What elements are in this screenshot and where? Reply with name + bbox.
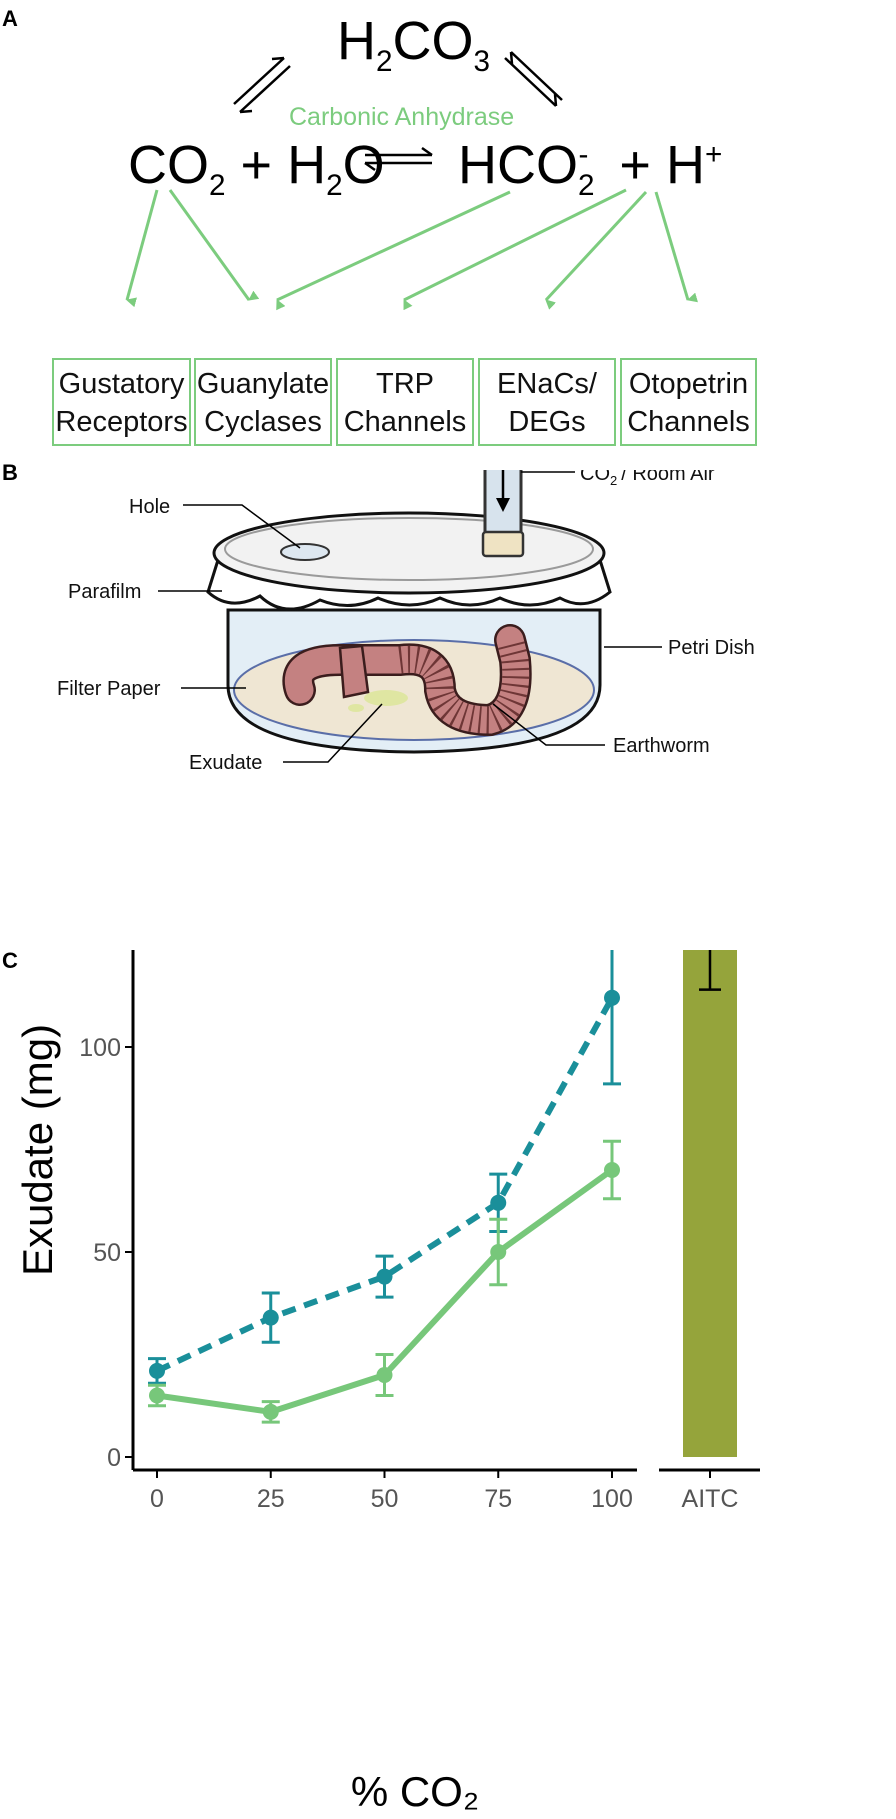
equilibrium-arrow-left <box>233 56 291 114</box>
target-label: Channels <box>627 406 750 438</box>
petri-lid-rim <box>224 517 594 581</box>
y-tick-label: 50 <box>93 1239 121 1267</box>
data-point <box>376 1268 393 1285</box>
arrow-h-to-otopetrin <box>654 191 699 303</box>
panel-c: C 0501001500255075100AITC No TreatmentDi… <box>0 948 896 1819</box>
x-tick-label: 25 <box>257 1485 285 1513</box>
label-parafilm: Parafilm <box>68 581 141 603</box>
data-point <box>490 1244 507 1260</box>
y-tick-label: 0 <box>107 1444 121 1472</box>
panel-letter-c: C <box>2 948 18 973</box>
data-point <box>262 1309 279 1326</box>
target-box-otopetrin: Otopetrin Channels <box>620 358 757 446</box>
bar-aitc <box>683 950 737 1457</box>
panel-b: B <box>0 460 896 950</box>
label-petri: Petri Dish <box>668 637 755 659</box>
target-box-gustatory: Gustatory Receptors <box>52 358 191 446</box>
target-box-trp: TRP Channels <box>336 358 474 446</box>
data-point <box>604 1162 620 1178</box>
reactants-formula: CO2 + H2O <box>128 135 385 202</box>
target-label: Cyclases <box>204 406 322 438</box>
data-point <box>376 1367 393 1383</box>
gas-tube <box>481 470 525 558</box>
panel-letter-a: A <box>2 6 18 31</box>
enzyme-label: Carbonic Anhydrase <box>289 103 515 131</box>
reaction-arrows <box>125 51 699 311</box>
target-label: Gustatory <box>58 368 185 400</box>
leader-earthworm <box>492 703 605 746</box>
data-point <box>490 1194 507 1211</box>
label-gas: CO2/ Room Air <box>580 470 715 488</box>
target-label: ENaCs/ <box>497 368 597 400</box>
exudate-chart: 0501001500255075100AITC No TreatmentDist… <box>14 950 760 1815</box>
data-point <box>262 1403 279 1420</box>
y-axis-label: Exudate (mg) <box>14 1024 61 1276</box>
series-line <box>155 996 615 1374</box>
lid-hole <box>280 543 330 561</box>
exudate-puddle <box>364 690 408 706</box>
arrow-h-to-trp <box>403 188 627 311</box>
leader-exudate <box>283 703 383 763</box>
x-tick-label: 75 <box>484 1485 512 1513</box>
x-tick-label: 50 <box>371 1485 399 1513</box>
x-tick-label: 0 <box>150 1485 164 1513</box>
x-axis-label: % CO₂ <box>351 1768 479 1815</box>
label-exudate: Exudate <box>189 752 262 774</box>
x-tick-label: 100 <box>591 1485 633 1513</box>
arrow-h-to-enac <box>544 190 648 310</box>
target-label: Otopetrin <box>628 368 749 400</box>
label-earthworm: Earthworm <box>613 735 710 757</box>
equilibrium-arrow-right <box>504 51 563 107</box>
target-label: TRP <box>376 368 434 400</box>
arrow-hco3-to-guanylate <box>276 190 511 311</box>
panel-a: A H2CO3 Carbonic Anhydrase CO2 + H2O HCO… <box>0 0 896 470</box>
target-box-enac: ENaCs/ DEGs <box>478 358 616 446</box>
y-tick-label: 100 <box>79 1034 121 1062</box>
earthworm <box>282 624 532 737</box>
data-point <box>604 989 620 1006</box>
target-label: DEGs <box>508 406 586 438</box>
target-label: Guanylate <box>196 368 330 400</box>
products-formula: HCO2- + H+ <box>458 135 723 202</box>
target-box-guanylate: Guanylate Cyclases <box>194 358 332 446</box>
panel-letter-b: B <box>2 460 18 485</box>
data-point <box>149 1387 165 1404</box>
label-filter: Filter Paper <box>57 678 161 700</box>
arrow-co2-to-gustatory <box>125 189 159 308</box>
leader-hole <box>183 504 301 549</box>
bar-category-label: AITC <box>682 1485 739 1513</box>
exudate-drop <box>348 704 364 712</box>
equilibrium-arrow-middle <box>364 146 433 172</box>
label-hole: Hole <box>129 496 170 518</box>
arrow-co2-to-guanylate <box>168 189 260 301</box>
data-point <box>149 1362 165 1379</box>
target-label: Receptors <box>55 406 188 438</box>
carbonic-acid-formula: H2CO3 <box>337 11 491 78</box>
petri-dish-illustration: Hole CO2/ Room Air Parafilm Petri Dish F… <box>57 470 755 774</box>
target-label: Channels <box>343 406 467 438</box>
